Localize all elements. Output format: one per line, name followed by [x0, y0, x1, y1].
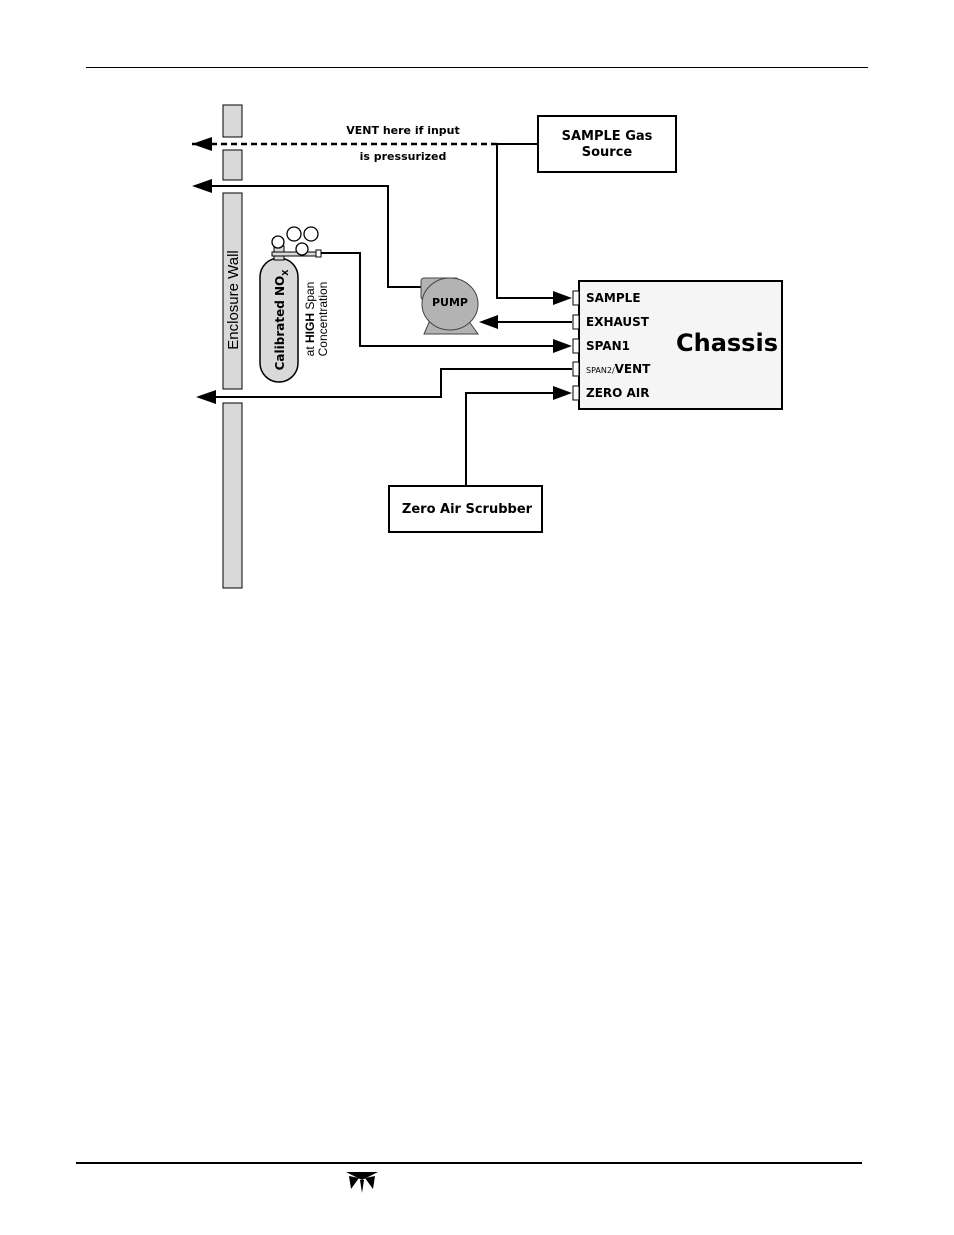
port-span2-small: SPAN2/ [586, 366, 615, 375]
pump-exhaust-arrowhead [192, 179, 212, 193]
exhaust-arrowhead [479, 315, 498, 329]
port-vent-main: VENT [615, 362, 652, 376]
vent-arrowhead [192, 137, 212, 151]
vent-note-line1: VENT here if input [346, 124, 460, 137]
sample-arrowhead [553, 291, 572, 305]
teledyne-logo-icon [346, 1172, 378, 1193]
port-sample-label: SAMPLE [586, 291, 641, 305]
zero-air-line [466, 393, 568, 486]
pump-label: PUMP [432, 296, 468, 309]
pump-exhaust-line [212, 186, 425, 287]
cylinder-note-suffix: Span [303, 282, 317, 313]
enclosure-wall-label: Enclosure Wall [225, 250, 242, 349]
cylinder-label-main: Calibrated NO [273, 276, 287, 371]
zero-air-arrowhead [553, 386, 572, 400]
vent-note-bold: VENT [346, 124, 379, 137]
span2-vent-arrowhead [196, 390, 216, 404]
cylinder-label-sub: X [281, 269, 290, 276]
vent-note-line2: is pressurized [360, 150, 447, 163]
scrubber-label: Zero Air Scrubber [402, 502, 533, 517]
port-exhaust-label: EXHAUST [586, 315, 650, 329]
chassis-title: Chassis [676, 329, 778, 357]
vent-note-rest: here if input [383, 124, 460, 137]
sample-source-line2: Source [582, 145, 633, 160]
cylinder-note-prefix: at [303, 343, 317, 356]
port-zero-air-label: ZERO AIR [586, 386, 650, 400]
cylinder-note-line1: at HIGH Span [303, 282, 317, 357]
port-span1-label: SPAN1 [586, 339, 630, 353]
span1-arrowhead [553, 339, 572, 353]
sample-gas-source-box [538, 116, 676, 172]
cylinder-note-bold: HIGH [303, 313, 317, 343]
cylinder-note-line2: Concentration [316, 282, 330, 357]
sample-source-line1: SAMPLE Gas [562, 129, 653, 144]
